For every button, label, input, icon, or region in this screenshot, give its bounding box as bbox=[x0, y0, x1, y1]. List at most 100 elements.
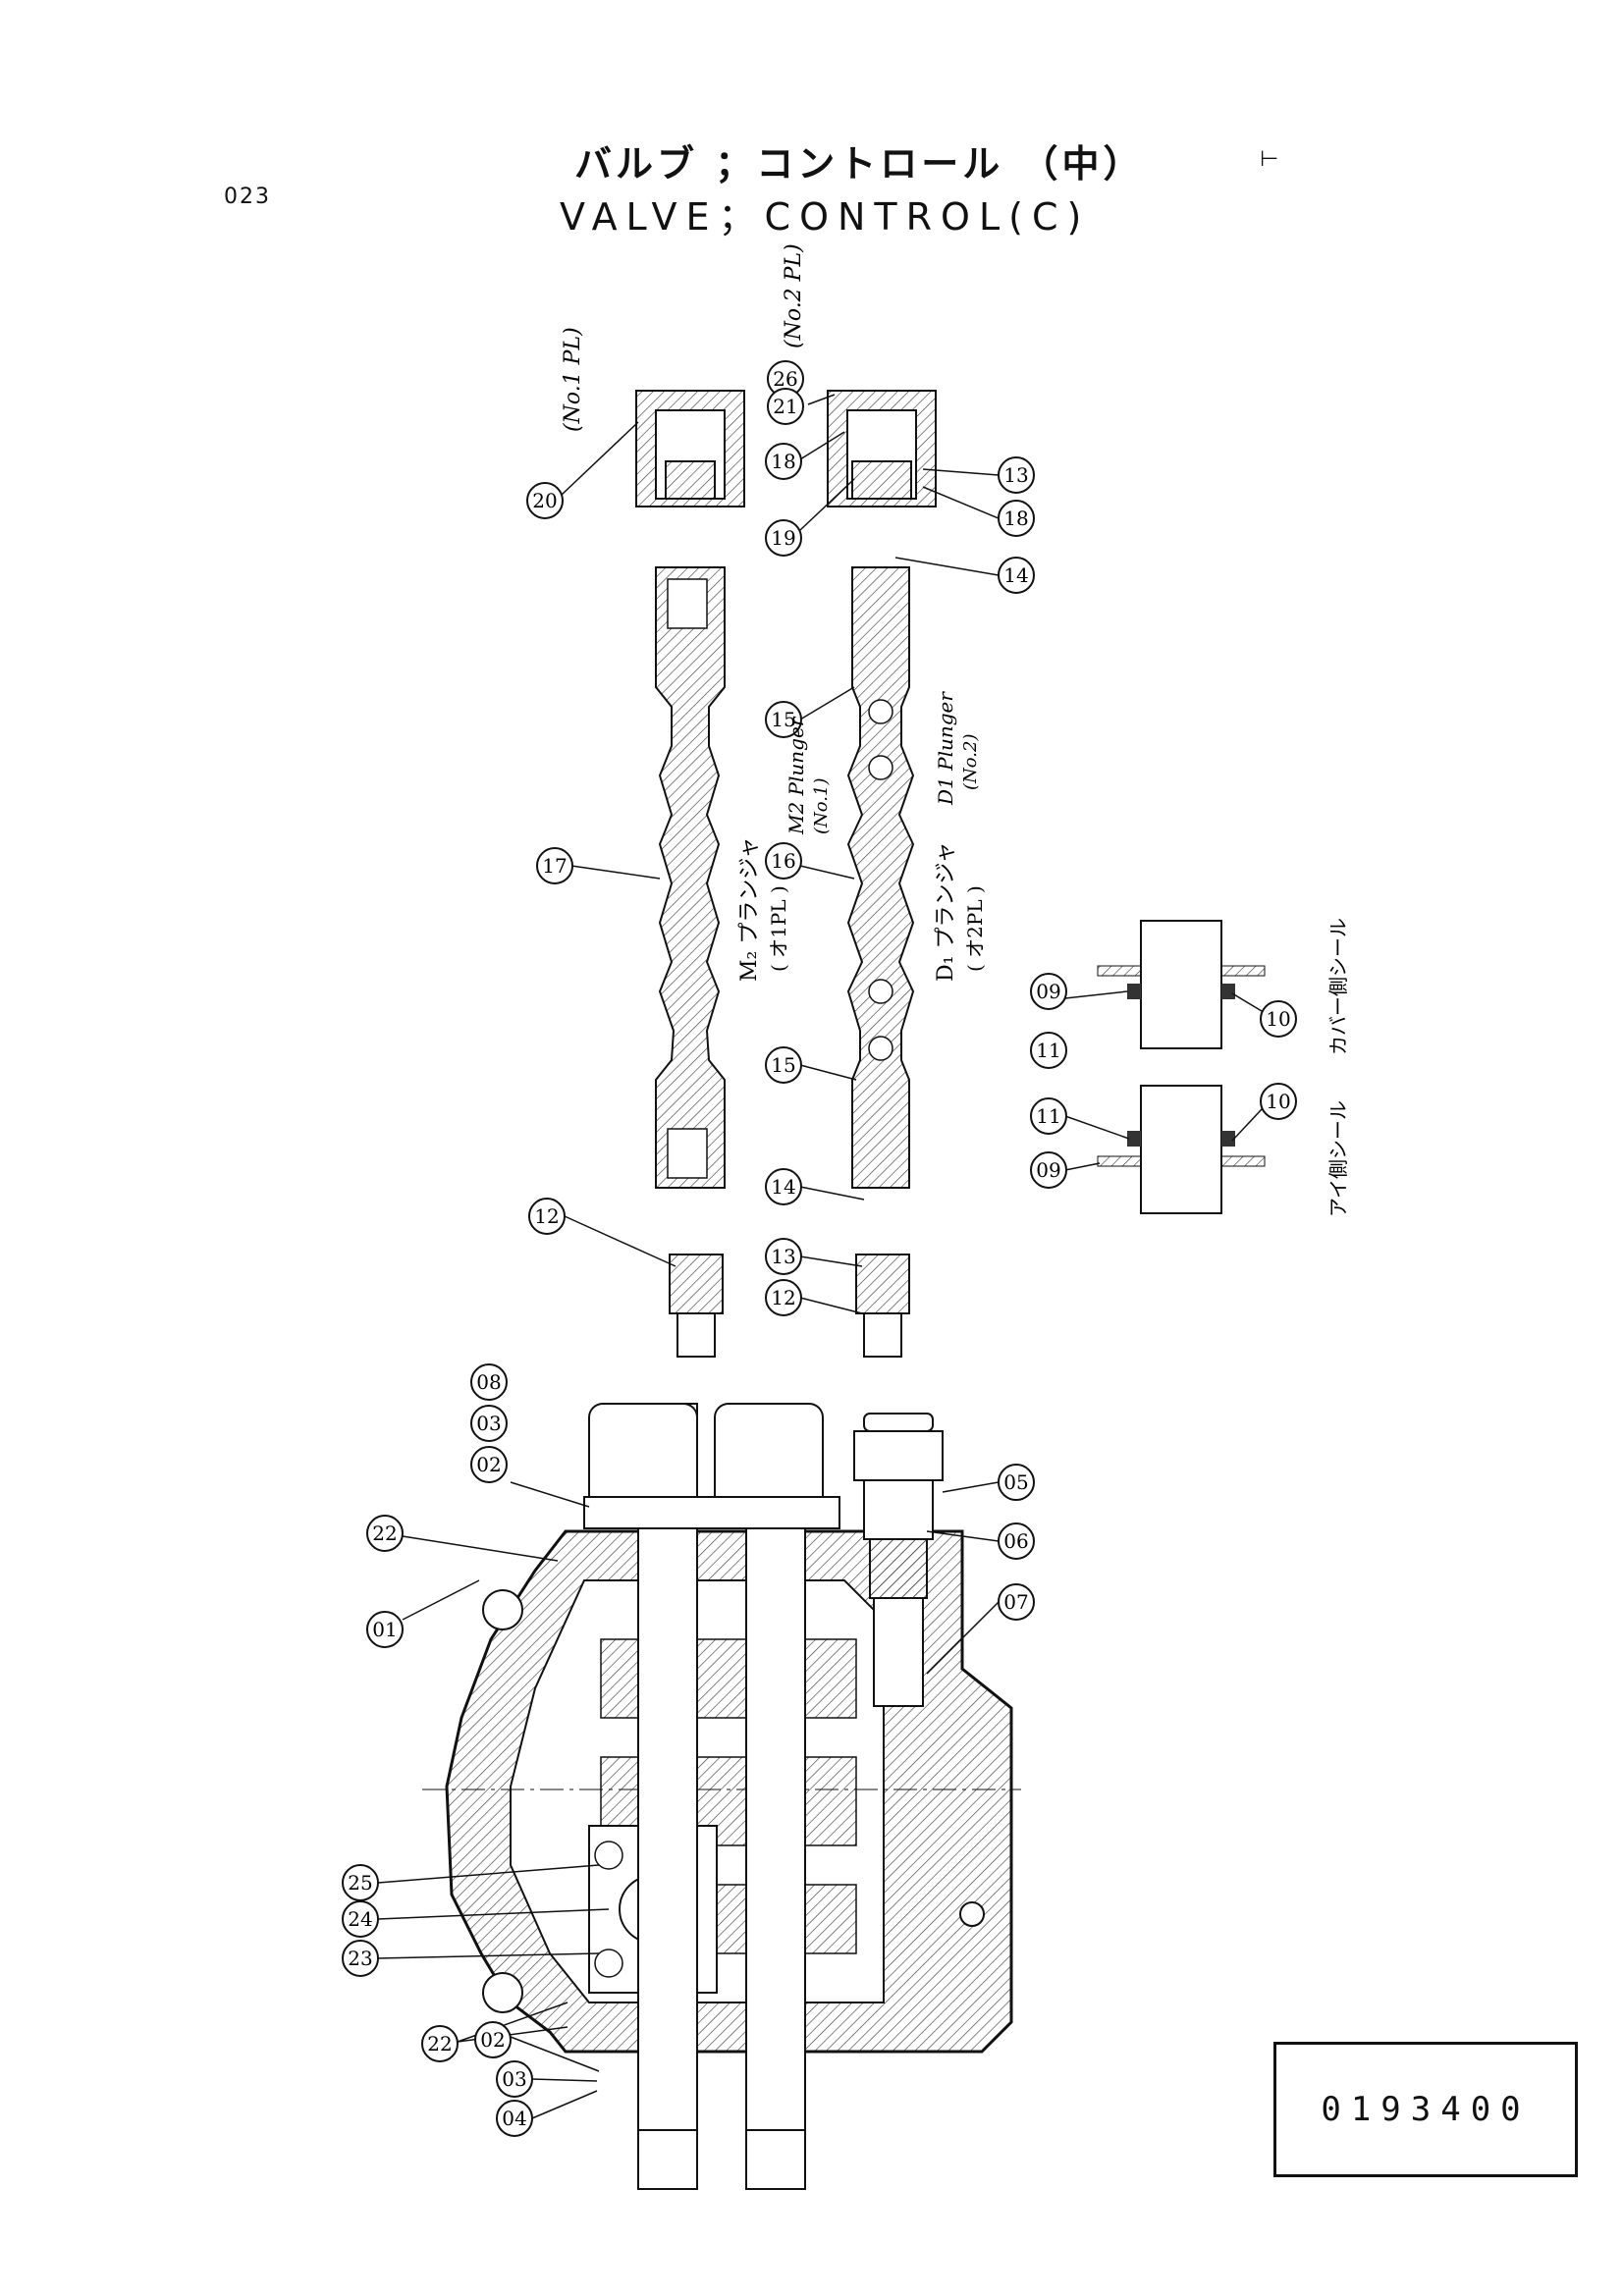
svg-text:08: 08 bbox=[476, 1370, 501, 1394]
part-number-box: 0193400 bbox=[1273, 2042, 1578, 2177]
callout-14b: 14 bbox=[765, 1168, 802, 1205]
label-no1pl: (No.1 PL) bbox=[561, 327, 585, 432]
plunger-m2-no1 bbox=[655, 566, 726, 1189]
svg-text:22: 22 bbox=[372, 1522, 397, 1545]
svg-text:01: 01 bbox=[372, 1618, 397, 1641]
callout-07: 07 bbox=[998, 1583, 1035, 1621]
svg-text:02: 02 bbox=[476, 1453, 501, 1476]
title-japanese: バルブ ；コントロール （中） bbox=[574, 142, 1145, 186]
relief-valve-fitting bbox=[853, 1413, 944, 1707]
svg-text:03: 03 bbox=[502, 2067, 526, 2091]
spring-seat-left bbox=[669, 1254, 724, 1358]
label-m2-plunger-en: M2 Plunger bbox=[784, 716, 808, 835]
svg-text:14: 14 bbox=[771, 1175, 795, 1199]
svg-text:10: 10 bbox=[1266, 1090, 1290, 1113]
svg-text:06: 06 bbox=[1003, 1529, 1028, 1553]
svg-text:18: 18 bbox=[1003, 507, 1028, 530]
svg-text:04: 04 bbox=[502, 2107, 526, 2130]
svg-text:03: 03 bbox=[476, 1412, 501, 1435]
callout-02b: 02 bbox=[474, 2021, 512, 2058]
callout-18b: 18 bbox=[998, 500, 1035, 537]
callout-24: 24 bbox=[342, 1900, 379, 1938]
callout-13b: 13 bbox=[765, 1238, 802, 1275]
svg-text:25: 25 bbox=[348, 1871, 372, 1895]
callout-08: 08 bbox=[470, 1363, 508, 1401]
callout-15a: 15 bbox=[765, 701, 802, 738]
svg-text:26: 26 bbox=[773, 367, 797, 391]
label-cover-seal: カバー側シール bbox=[1326, 918, 1350, 1055]
callout-12a: 12 bbox=[528, 1198, 566, 1235]
callout-17: 17 bbox=[536, 847, 573, 884]
callout-25: 25 bbox=[342, 1864, 379, 1901]
svg-text:15: 15 bbox=[771, 1053, 795, 1077]
seal-cover-side bbox=[1097, 920, 1266, 1049]
label-m2-plunger-jp: M₂ プランジャ bbox=[737, 837, 762, 982]
callout-11a: 11 bbox=[1030, 1032, 1067, 1069]
svg-text:09: 09 bbox=[1036, 1158, 1060, 1182]
page-number: 023 bbox=[224, 185, 271, 209]
seal-eye-side bbox=[1097, 1085, 1266, 1214]
svg-text:12: 12 bbox=[771, 1286, 795, 1309]
svg-text:15: 15 bbox=[771, 708, 795, 731]
label-eye-seal: アイ側シール bbox=[1326, 1100, 1350, 1217]
callout-10a: 10 bbox=[1260, 1000, 1297, 1038]
callout-19: 19 bbox=[765, 519, 802, 557]
callout-22a: 22 bbox=[366, 1515, 404, 1552]
label-d1-plunger-jp: D₁ プランジャ bbox=[934, 842, 958, 982]
cap-no1 bbox=[635, 390, 745, 507]
callout-05: 05 bbox=[998, 1464, 1035, 1501]
svg-text:11: 11 bbox=[1036, 1104, 1060, 1128]
callout-03a: 03 bbox=[470, 1405, 508, 1442]
callout-03b: 03 bbox=[496, 2060, 533, 2098]
svg-text:02: 02 bbox=[480, 2028, 505, 2052]
callout-02a: 02 bbox=[470, 1446, 508, 1483]
callout-22b: 22 bbox=[421, 2025, 459, 2062]
svg-text:16: 16 bbox=[771, 849, 795, 873]
corner-mark: ⊢ bbox=[1260, 147, 1279, 172]
spool-bores bbox=[583, 1403, 840, 2190]
svg-text:18: 18 bbox=[771, 450, 795, 473]
callout-23: 23 bbox=[342, 1940, 379, 1977]
svg-text:07: 07 bbox=[1003, 1590, 1028, 1614]
svg-text:11: 11 bbox=[1036, 1039, 1060, 1062]
label-no1-en: (No.1) bbox=[811, 778, 832, 835]
callout-14a: 14 bbox=[998, 557, 1035, 594]
label-no2pl-jp: ( オ2PL ) bbox=[963, 885, 987, 972]
callout-09a: 09 bbox=[1030, 973, 1067, 1010]
svg-text:19: 19 bbox=[771, 526, 795, 550]
callout-01: 01 bbox=[366, 1611, 404, 1648]
label-no1pl-jp: ( オ1PL ) bbox=[767, 885, 790, 972]
callout-16: 16 bbox=[765, 842, 802, 880]
svg-text:21: 21 bbox=[773, 395, 797, 418]
svg-text:12: 12 bbox=[534, 1204, 559, 1228]
svg-text:23: 23 bbox=[348, 1947, 372, 1970]
plunger-d1-no2 bbox=[846, 566, 915, 1189]
svg-text:24: 24 bbox=[348, 1907, 372, 1931]
callout-06: 06 bbox=[998, 1522, 1035, 1560]
callout-04: 04 bbox=[496, 2100, 533, 2137]
valve-body bbox=[422, 1529, 1021, 2054]
svg-text:14: 14 bbox=[1003, 563, 1028, 587]
callout-20: 20 bbox=[526, 482, 564, 519]
svg-text:13: 13 bbox=[1003, 463, 1028, 487]
svg-text:13: 13 bbox=[771, 1245, 795, 1268]
callout-12b: 12 bbox=[765, 1279, 802, 1316]
callout-09b: 09 bbox=[1030, 1151, 1067, 1189]
callout-10b: 10 bbox=[1260, 1083, 1297, 1120]
spring-seat-right bbox=[855, 1254, 910, 1358]
svg-text:22: 22 bbox=[427, 2032, 452, 2056]
callout-11b: 11 bbox=[1030, 1097, 1067, 1135]
label-no2pl: (No.2 PL) bbox=[782, 243, 806, 348]
svg-text:10: 10 bbox=[1266, 1007, 1290, 1031]
svg-text:17: 17 bbox=[542, 854, 567, 878]
svg-text:09: 09 bbox=[1036, 980, 1060, 1003]
callout-13a: 13 bbox=[998, 456, 1035, 494]
label-no2-en: (No.2) bbox=[960, 734, 981, 791]
callout-15b: 15 bbox=[765, 1046, 802, 1084]
label-d1-plunger-en: D1 Plunger bbox=[934, 691, 957, 806]
svg-text:20: 20 bbox=[532, 489, 557, 512]
callout-21: 21 bbox=[767, 388, 804, 425]
title-english: VALVE；CONTROL(C) bbox=[560, 195, 1091, 239]
callout-18a: 18 bbox=[765, 443, 802, 480]
